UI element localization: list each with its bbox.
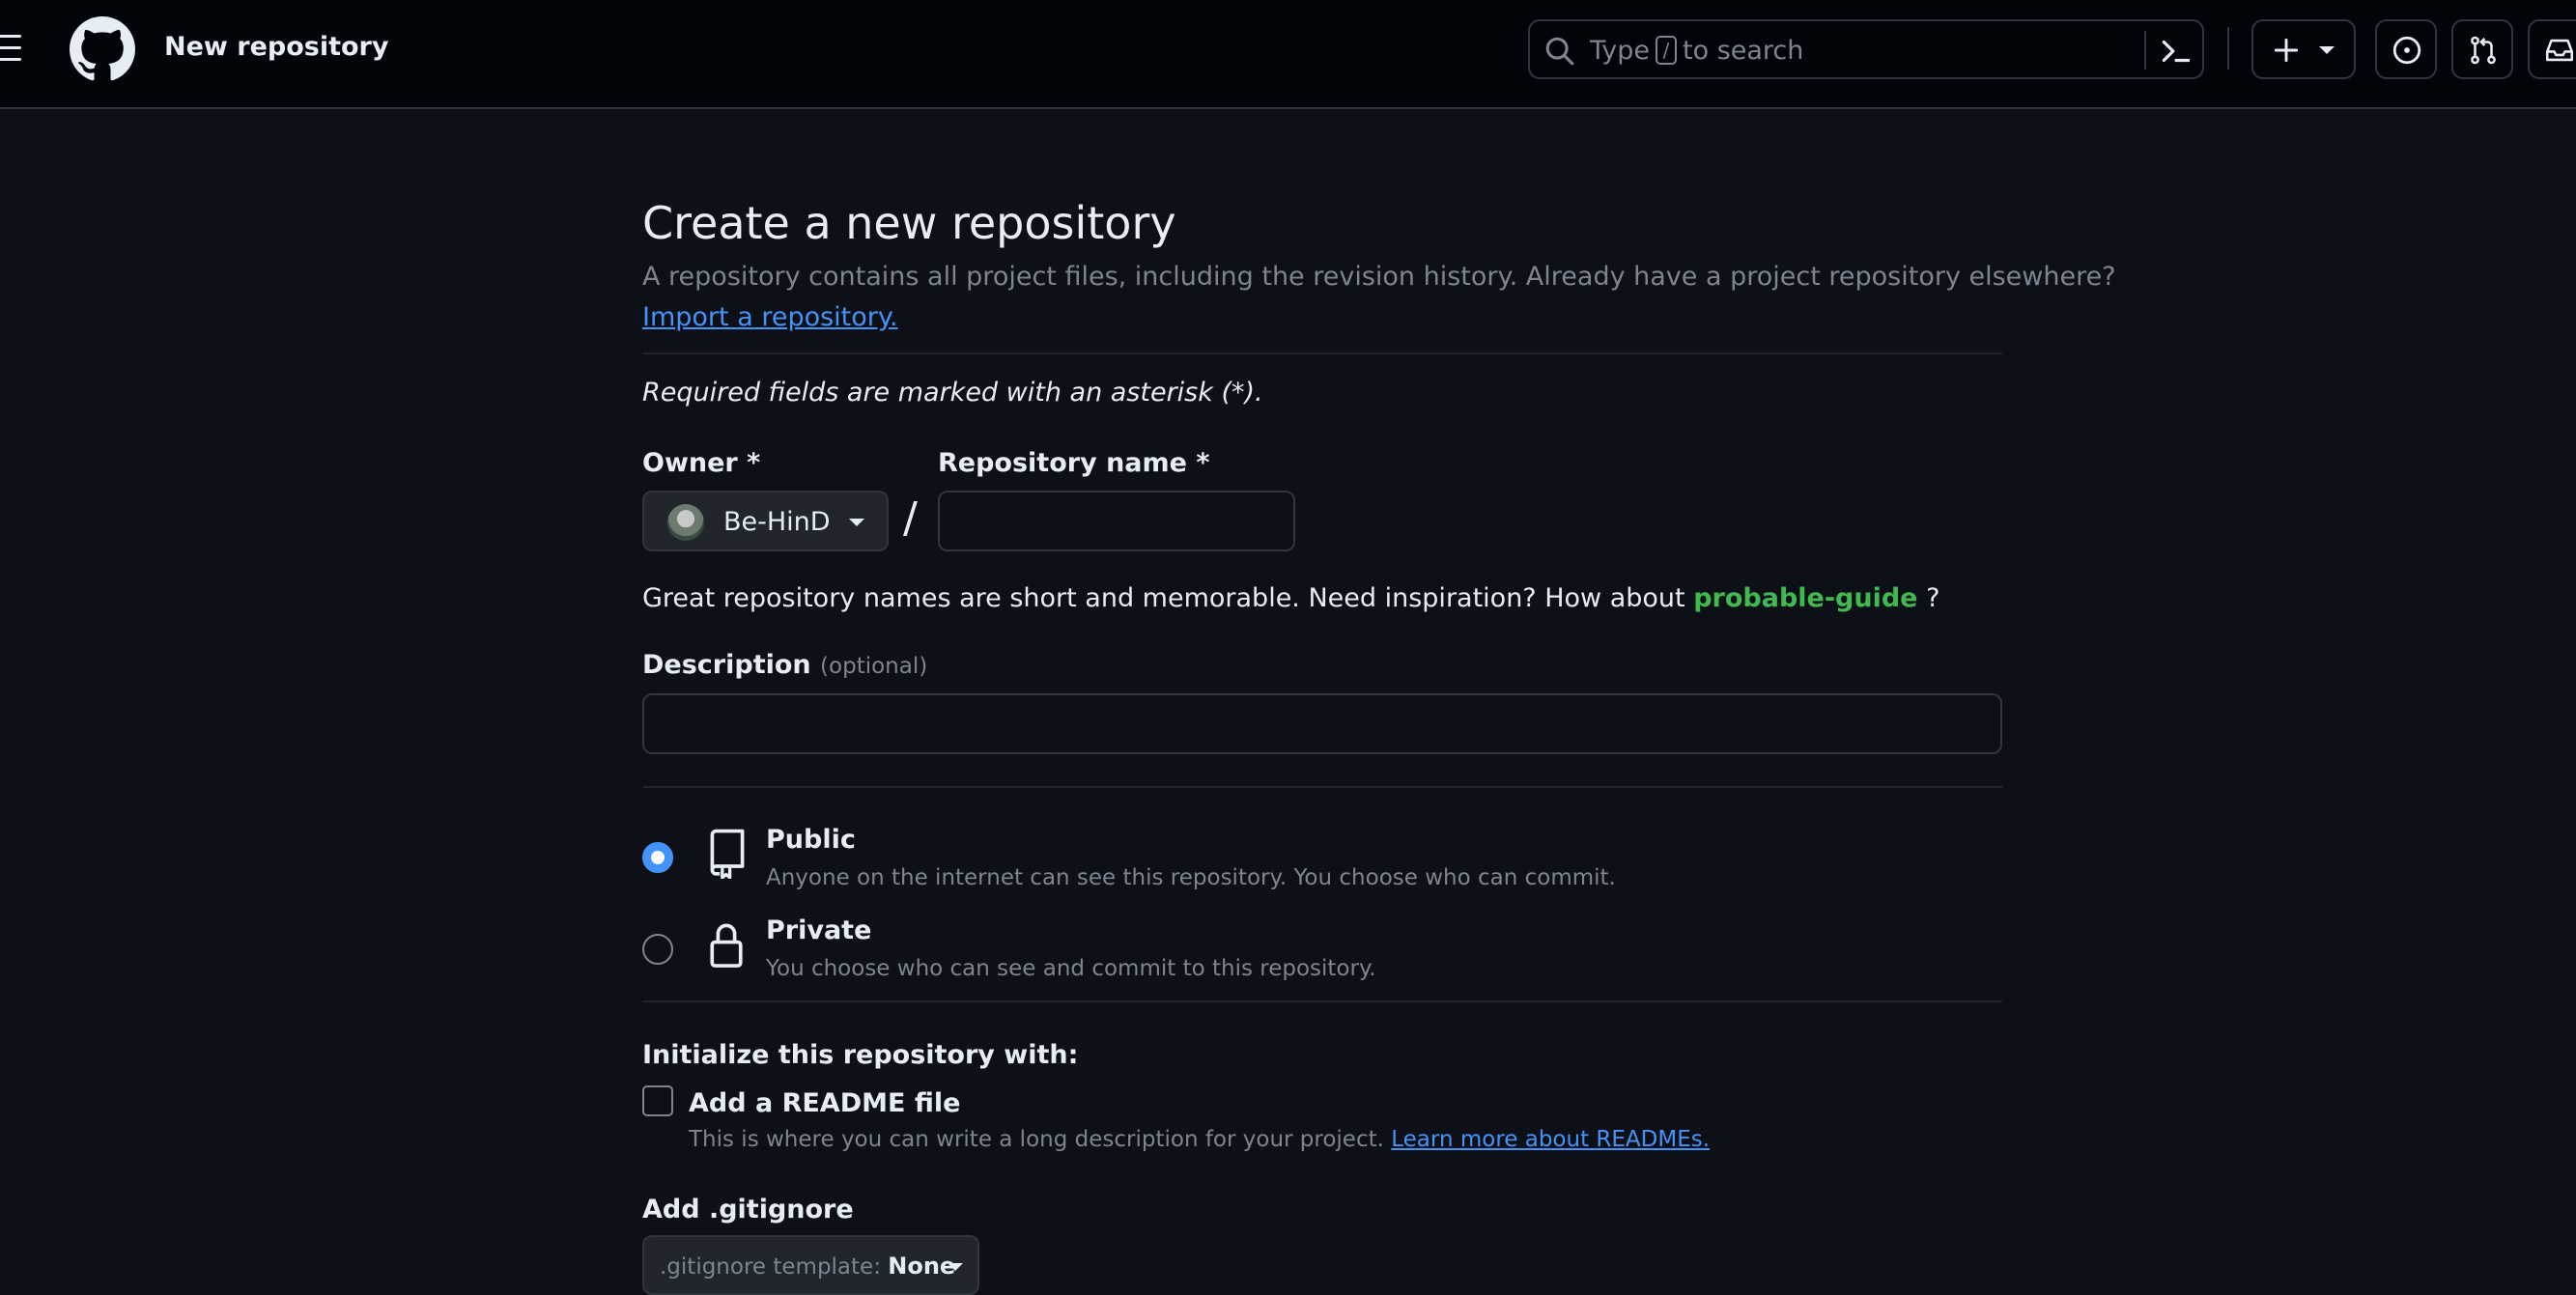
search-shortcut-key: / [1656,36,1678,65]
top-header: New repository Type/to search [0,0,2576,109]
chevron-down-icon [2319,46,2335,54]
pull-requests-button[interactable] [2451,19,2513,79]
description-label: Description (optional) [642,650,928,680]
pull-requests-icon [2471,36,2496,65]
readme-description: This is where you can write a long descr… [689,1127,1711,1152]
repo-icon [710,829,745,879]
optional-hint: (optional) [820,654,928,679]
search-input[interactable]: Type/to search [1528,19,2204,79]
divider [642,1000,2002,1002]
page-title-breadcrumb: New repository [164,32,389,62]
public-description: Anyone on the internet can see this repo… [766,865,1616,890]
public-radio[interactable] [642,842,673,873]
issues-icon [2392,36,2421,65]
repository-name-label: Repository name * [938,448,1210,478]
search-divider [2144,31,2146,70]
repository-name-input[interactable] [938,491,1295,551]
menu-icon[interactable] [0,29,25,68]
gitignore-template-value: None [888,1253,956,1280]
command-palette-icon[interactable] [2158,33,2194,70]
avatar [667,504,704,541]
chevron-down-icon [849,519,864,526]
page-heading: Create a new repository [642,197,1176,249]
create-new-button[interactable] [2251,19,2356,79]
divider [642,352,2002,354]
search-icon [1545,37,1574,66]
suggested-name-link[interactable]: probable-guide [1693,583,1918,613]
owner-repo-separator: / [903,493,918,543]
public-label: Public [766,825,856,855]
add-readme-label[interactable]: Add a README file [689,1088,961,1118]
header-separator [2227,27,2229,70]
private-radio[interactable] [642,934,673,965]
description-input[interactable] [642,693,2002,754]
name-inspiration: Great repository names are short and mem… [642,583,1940,613]
gitignore-template-dropdown[interactable]: .gitignore template: None [642,1235,979,1295]
chevron-down-icon [948,1263,963,1271]
github-logo-icon[interactable] [70,16,135,82]
plus-icon [2274,38,2299,63]
owner-dropdown[interactable]: Be-HinD [642,491,889,551]
private-label: Private [766,915,872,945]
inbox-button[interactable] [2528,19,2576,79]
learn-more-readmes-link[interactable]: Learn more about READMEs. [1391,1127,1711,1152]
lock-icon [710,923,743,968]
gitignore-heading: Add .gitignore [642,1195,854,1225]
required-fields-note: Required fields are marked with an aster… [642,378,1263,408]
page-subtitle: A repository contains all project files,… [642,262,2116,292]
owner-name: Be-HinD [723,507,831,537]
issues-button[interactable] [2375,19,2437,79]
owner-label: Owner * [642,448,761,478]
divider [642,786,2002,788]
private-description: You choose who can see and commit to thi… [766,956,1376,981]
inbox-icon [2545,39,2574,62]
initialize-heading: Initialize this repository with: [642,1040,1079,1070]
search-placeholder: Type/to search [1590,36,1804,66]
add-readme-checkbox[interactable] [642,1085,673,1116]
import-repository-link[interactable]: Import a repository. [642,302,898,332]
